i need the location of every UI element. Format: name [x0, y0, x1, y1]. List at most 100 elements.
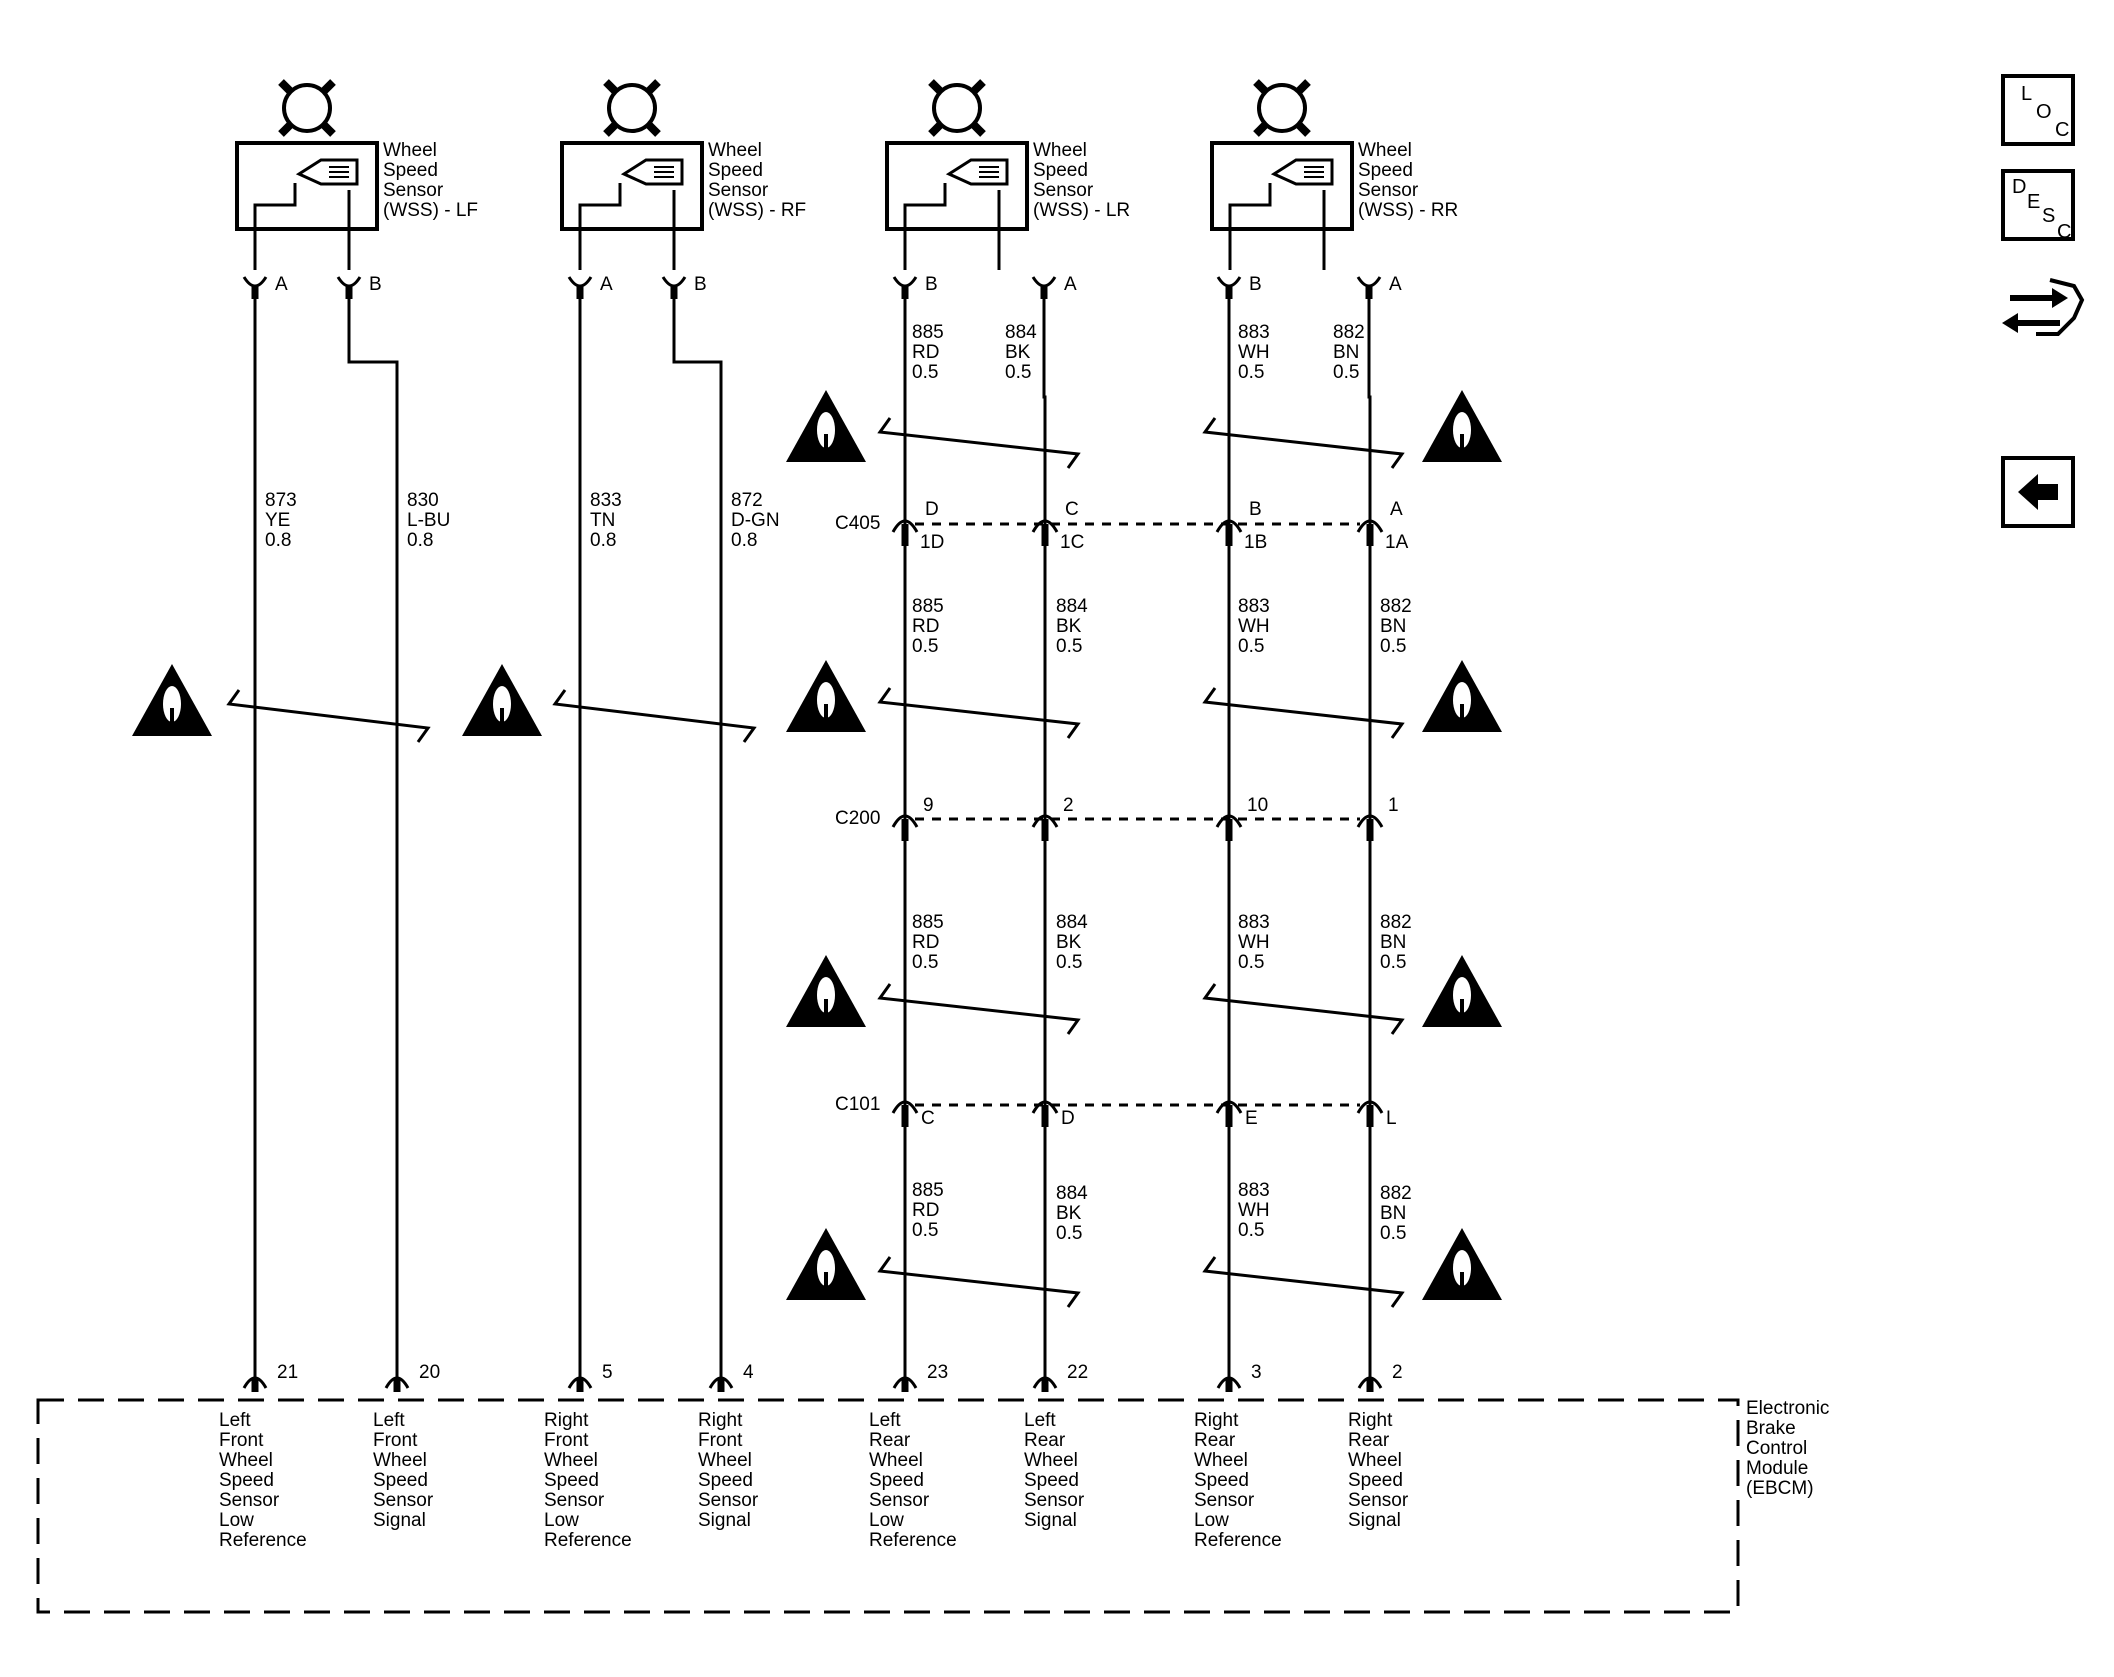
warning-dot: [824, 1016, 828, 1020]
sensor-pin-terminal: [661, 276, 687, 299]
wire-gauge: 0.8: [265, 530, 291, 551]
connector-pin-label: D: [925, 499, 939, 520]
wire-gauge: 0.5: [912, 636, 938, 657]
wheel-icon: [603, 79, 661, 137]
warning-mark: [1453, 1250, 1471, 1286]
wire-circuit: 884: [1056, 596, 1088, 617]
wire-circuit: 882: [1380, 596, 1412, 617]
harness-break: [877, 983, 1081, 1035]
loc-button[interactable]: [2001, 74, 2075, 146]
arrow-right-head: [2052, 288, 2068, 308]
warning-dot: [170, 725, 174, 729]
module-pin-label: 23: [927, 1362, 948, 1383]
module-terminal-label: Right: [544, 1410, 589, 1431]
sensor-pin-label: B: [694, 274, 707, 295]
module-terminal-label: Rear: [1024, 1430, 1066, 1451]
sensor-pin-label: B: [369, 274, 382, 295]
connector-cup: [1031, 519, 1059, 533]
wire-color: WH: [1238, 342, 1270, 363]
sensor-pin-label: A: [275, 274, 288, 295]
wheel-lug: [928, 121, 944, 137]
wire-gauge: 0.5: [1380, 952, 1406, 973]
warning-dot: [1460, 451, 1464, 455]
harness-break: [877, 417, 1081, 469]
wire-color: RD: [912, 616, 939, 637]
wire-gauge: 0.8: [407, 530, 433, 551]
warning-mark-gap: [824, 1272, 828, 1286]
wheel-lug: [278, 121, 294, 137]
wire-color: TN: [590, 510, 615, 531]
warning-triangle-icon: [1422, 955, 1502, 1027]
desc-button[interactable]: [2001, 169, 2075, 241]
sensor-pin-label: B: [1249, 274, 1262, 295]
warning-triangle-icon: [132, 664, 212, 736]
module-terminal-label: Speed: [1024, 1470, 1079, 1491]
sensor-pin-terminal: [336, 276, 362, 299]
sensor-box: [560, 141, 704, 231]
wire-color: RD: [912, 932, 939, 953]
wheel-speed-sensor-icon: [1270, 158, 1334, 186]
warning-mark-gap: [1460, 434, 1464, 448]
module-terminal-label: Sensor: [869, 1490, 930, 1511]
module-terminal-label: Wheel: [1194, 1450, 1248, 1471]
module-terminal-label: Rear: [1348, 1430, 1390, 1451]
wire-color: BK: [1056, 616, 1082, 637]
wheel-speed-sensor-icon: [945, 158, 1009, 186]
sensor-lead: [1228, 183, 1272, 270]
warning-mark: [163, 686, 181, 722]
wheel-rim: [1257, 83, 1307, 133]
sensor-label: Sensor: [1358, 180, 1419, 201]
module-terminal: [384, 1376, 410, 1392]
wheel-lug: [645, 121, 661, 137]
connector-pin-label: 2: [1063, 795, 1074, 816]
wire-color: BK: [1056, 1203, 1082, 1224]
sensor-pin-terminal: [1216, 276, 1242, 299]
wire-circuit: 883: [1238, 596, 1270, 617]
harness-break: [1202, 983, 1405, 1035]
wire-circuit: 884: [1056, 1183, 1088, 1204]
module-pin-label: 5: [602, 1362, 613, 1383]
module-terminal-label: Wheel: [869, 1450, 923, 1471]
connector-cup: [891, 519, 919, 533]
connector-c200: C200: [835, 808, 880, 829]
wire-color: WH: [1238, 932, 1270, 953]
module-terminal-label: Reference: [219, 1530, 307, 1551]
wheel-rim: [282, 83, 332, 133]
wheel-lug: [645, 79, 661, 95]
wire-circuit: 883: [1238, 912, 1270, 933]
connector-cup: [1215, 519, 1243, 533]
module-pin-label: 4: [743, 1362, 754, 1383]
wheel-lug: [603, 121, 619, 137]
wire-circuit: 885: [912, 596, 944, 617]
connector-cup: [1215, 814, 1243, 828]
sensor-pin-label: A: [1064, 274, 1077, 295]
module-outline: [36, 1398, 1740, 1614]
module-terminal: [567, 1376, 593, 1392]
warning-dot: [824, 721, 828, 725]
desc-button-letter: C: [2057, 221, 2071, 243]
wheel-lug: [603, 79, 619, 95]
module-terminal-label: Sensor: [544, 1490, 605, 1511]
wire: [672, 297, 723, 1378]
sensor-pin-label: A: [1389, 274, 1402, 295]
connector-pin-label: 1B: [1244, 532, 1267, 553]
module-terminal-label: Rear: [1194, 1430, 1236, 1451]
wire-gauge: 0.5: [912, 362, 938, 383]
sensor-label: (WSS) - RR: [1358, 200, 1458, 221]
wheel-lug: [320, 79, 336, 95]
module-terminal-label: Speed: [373, 1470, 428, 1491]
wire-circuit: 873: [265, 490, 297, 511]
wire-circuit: 884: [1005, 322, 1037, 343]
connector-pin-label: C: [921, 1108, 935, 1129]
wire-color: BK: [1005, 342, 1031, 363]
module-terminal-label: Left: [219, 1410, 251, 1431]
connector-c405: C405: [835, 513, 880, 534]
connector-swap-icon[interactable]: [2002, 278, 2085, 336]
module-terminal-label: Signal: [373, 1510, 426, 1531]
warning-triangle-icon: [1422, 660, 1502, 732]
wire-gauge: 0.5: [1380, 1223, 1406, 1244]
sensor-label: Wheel: [1358, 140, 1412, 161]
module-terminal-label: Low: [869, 1510, 904, 1531]
